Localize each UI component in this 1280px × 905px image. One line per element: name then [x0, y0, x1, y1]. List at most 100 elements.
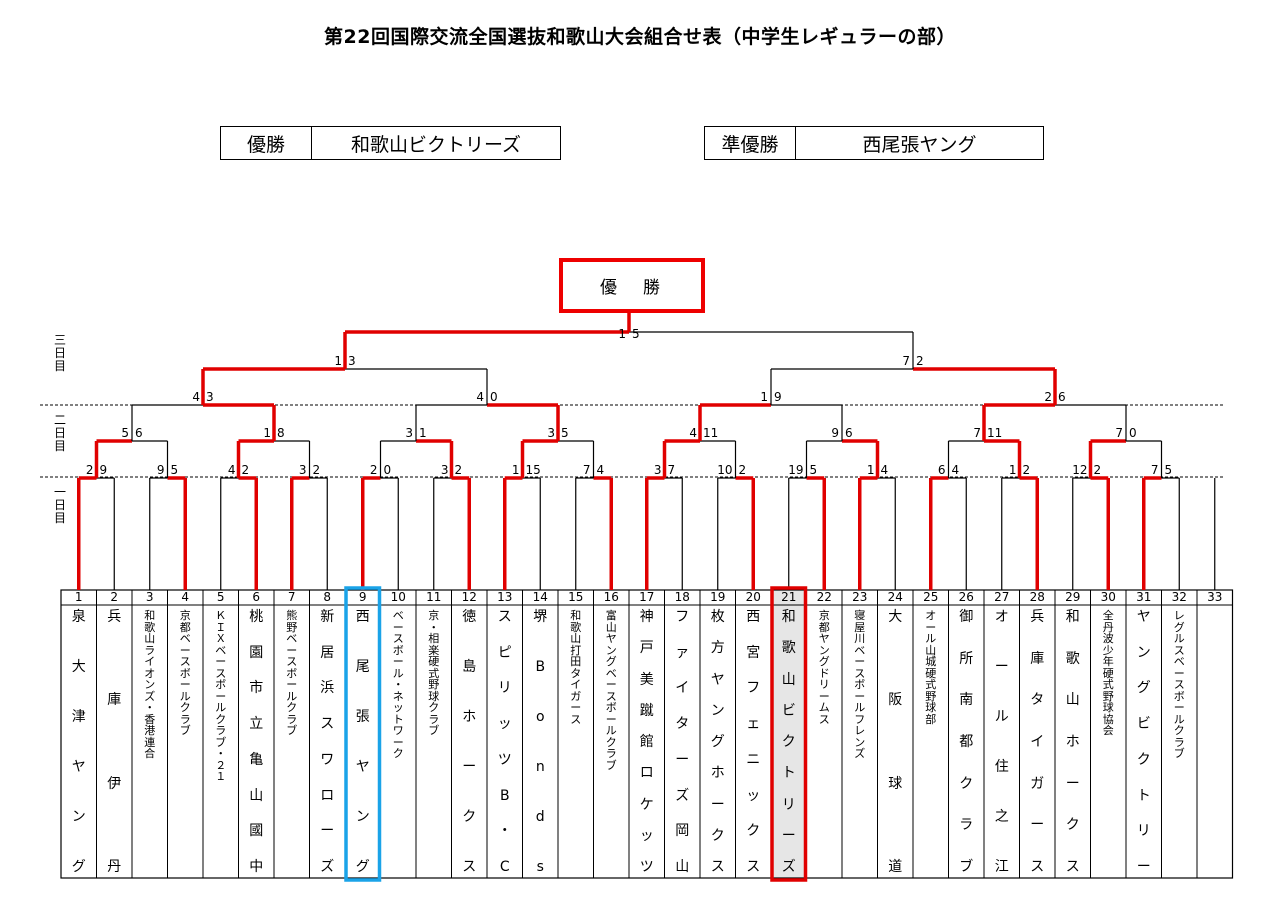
team-number: 5	[216, 590, 225, 604]
score-r2-3-right: 1	[419, 426, 427, 440]
score-r2-4-right: 5	[561, 426, 569, 440]
team-name: レグルスベースボールクラブ	[1173, 609, 1185, 760]
score-r1-12-right: 4	[880, 463, 889, 477]
team-name: 西尾張ヤング	[355, 609, 370, 875]
team-name: 富山ヤングベースボールクラブ	[605, 609, 617, 772]
score-r1-2-left: 9	[156, 463, 165, 477]
team-name: 兵庫タイガース	[1030, 609, 1045, 875]
team-name: 京・相楽硬式野球クラブ	[428, 609, 440, 737]
score-r3-4-right: 6	[1058, 390, 1066, 404]
score-r1-5-left: 2	[369, 463, 378, 477]
team-number: 3	[145, 590, 154, 604]
team-number: 26	[958, 590, 974, 604]
team-name: 徳島ホークス	[462, 609, 477, 875]
winner-box: 優勝 和歌山ビクトリーズ	[220, 126, 561, 160]
score-r1-10-left: 10	[717, 463, 733, 477]
score-r2-8-right: 0	[1129, 426, 1137, 440]
score-r2-1-right: 6	[135, 426, 143, 440]
page-title: 第22回国際交流全国選抜和歌山大会組合せ表（中学生レギュラーの部）	[324, 26, 956, 48]
score-r4-2-left: 7	[902, 354, 910, 368]
score-r2-7-left: 7	[973, 426, 981, 440]
score-r1-5-right: 0	[383, 463, 392, 477]
score-r3-3-right: 9	[774, 390, 782, 404]
runner-up-box: 準優勝 西尾張ヤング	[704, 126, 1044, 160]
score-r3-1-right: 3	[206, 390, 214, 404]
runner-up-team: 西尾張ヤング	[862, 133, 977, 156]
team-number: 16	[603, 590, 619, 604]
score-r1-4-right: 2	[312, 463, 321, 477]
team-number: 20	[745, 590, 761, 604]
team-name: 御所南都クラブ	[959, 609, 974, 875]
team-number: 2	[110, 590, 119, 604]
score-r1-6-left: 3	[440, 463, 449, 477]
team-number: 1	[74, 590, 83, 604]
team-number: 19	[710, 590, 726, 604]
team-number: 10	[390, 590, 406, 604]
score-r1-13-right: 4	[951, 463, 960, 477]
team-number: 11	[426, 590, 442, 604]
score-r3-1-left: 4	[192, 390, 200, 404]
team-name: 京都ベースボールクラブ	[179, 609, 191, 737]
score-r2-6-left: 9	[831, 426, 839, 440]
score-r1-7-right: 15	[525, 463, 541, 477]
score-r1-15-right: 2	[1093, 463, 1102, 477]
score-r1-16-left: 7	[1150, 463, 1159, 477]
team-name: オール住之江	[994, 609, 1009, 875]
score-r3-2-right: 0	[490, 390, 498, 404]
score-r1-3-left: 4	[227, 463, 236, 477]
winner-highlight	[770, 586, 808, 882]
team-number: 13	[497, 590, 513, 604]
team-name: 桃園市立亀山國中	[249, 609, 264, 875]
score-r1-11-left: 19	[788, 463, 804, 477]
team-name: 大阪球道	[888, 609, 903, 875]
score-r1-15-left: 12	[1072, 463, 1088, 477]
team-number: 33	[1207, 590, 1223, 604]
team-number: 14	[532, 590, 548, 604]
score-r1-7-left: 1	[511, 463, 520, 477]
score-r2-5-right: 11	[703, 426, 719, 440]
team-number: 25	[923, 590, 939, 604]
team-name: 枚方ヤングホークス	[710, 609, 725, 875]
team-name: 神戸美蹴館ロケッツ	[639, 609, 654, 875]
team-number: 31	[1136, 590, 1152, 604]
team-name: 寝屋川ベースボールフレンズ	[854, 609, 866, 760]
team-name: 新居浜スワローズ	[320, 609, 335, 875]
winner-team: 和歌山ビクトリーズ	[350, 133, 522, 156]
score-r2-7-right: 11	[987, 426, 1003, 440]
team-name: ヤングビクトリー	[1136, 609, 1151, 875]
team-name: 和歌山ライオンズ・香港連合	[144, 609, 156, 760]
team-number: 23	[852, 590, 868, 604]
team-name: 熊野ベースボールクラブ	[286, 609, 298, 737]
score-r1-1-right: 9	[99, 463, 108, 477]
score-r1-4-left: 3	[298, 463, 307, 477]
score-r4-2-right: 2	[916, 354, 924, 368]
team-number: 6	[252, 590, 261, 604]
runner-up-highlight	[344, 586, 382, 882]
score-r3-2-left: 4	[476, 390, 484, 404]
score-r1-16-right: 5	[1164, 463, 1173, 477]
score-r1-1-left: 2	[85, 463, 94, 477]
day3-label: 三日目	[53, 333, 66, 373]
score-r4-1-right: 3	[348, 354, 356, 368]
team-name: 全丹波少年硬式野球協会	[1102, 609, 1114, 737]
score-r1-13-left: 6	[937, 463, 946, 477]
team-name	[1197, 606, 1233, 878]
score-r1-8-left: 7	[582, 463, 591, 477]
score-r1-9-right: 7	[667, 463, 676, 477]
team-name: ファイターズ岡山	[675, 609, 690, 875]
score-r2-6-right: 6	[845, 426, 853, 440]
team-number: 7	[287, 590, 296, 604]
team-name: 兵庫伊丹	[107, 609, 122, 875]
score-r1-8-right: 4	[596, 463, 605, 477]
score-r3-3-left: 1	[760, 390, 768, 404]
score-r2-1-left: 5	[121, 426, 129, 440]
team-number: 27	[994, 590, 1010, 604]
score-r1-2-right: 5	[170, 463, 179, 477]
score-r4-1-left: 1	[334, 354, 342, 368]
score-r2-5-left: 4	[689, 426, 697, 440]
score-r1-10-right: 2	[738, 463, 747, 477]
score-r1-12-left: 1	[866, 463, 875, 477]
